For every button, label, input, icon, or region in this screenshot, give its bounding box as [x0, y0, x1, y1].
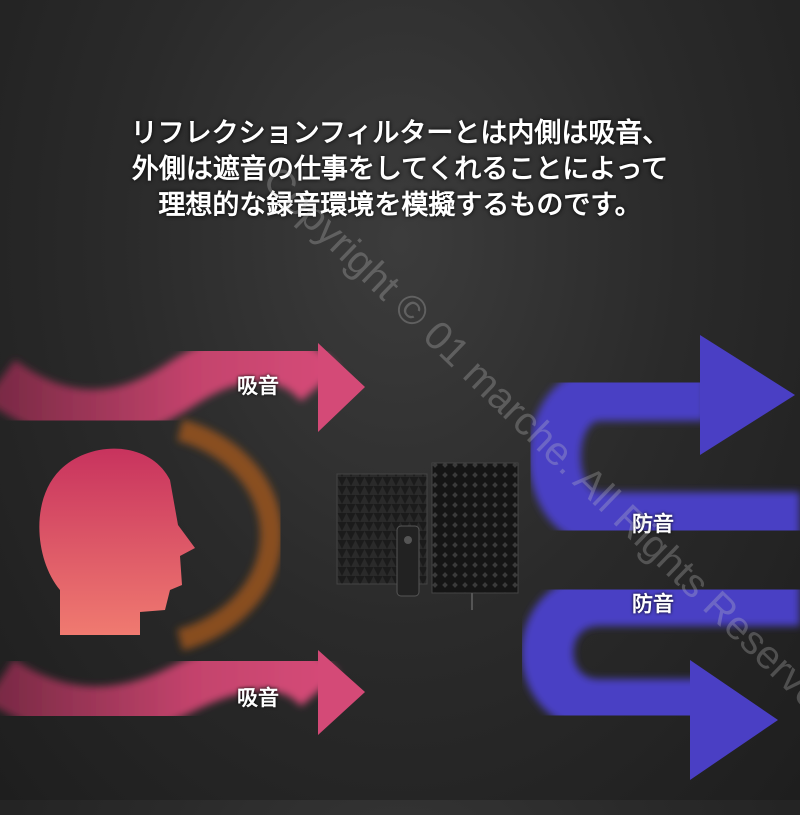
absorb-label-top: 吸音	[237, 370, 279, 400]
headline: リフレクションフィルターとは内側は吸音、 外側は遮音の仕事をしてくれることによっ…	[0, 116, 800, 224]
soundproof-label-bottom: 防音	[632, 588, 674, 618]
reflection-filter-image	[337, 463, 518, 610]
sound-wave-arc	[180, 430, 271, 640]
headline-line: リフレクションフィルターとは内側は吸音、	[0, 116, 800, 152]
absorb-label-bottom: 吸音	[237, 682, 279, 712]
headline-line: 理想的な録音環境を模擬するものです。	[0, 188, 800, 224]
head-icon	[39, 449, 195, 635]
absorb-arrow-bottom	[0, 650, 365, 735]
absorb-arrow-top	[0, 343, 365, 432]
headline-line: 外側は遮音の仕事をしてくれることによって	[0, 152, 800, 188]
